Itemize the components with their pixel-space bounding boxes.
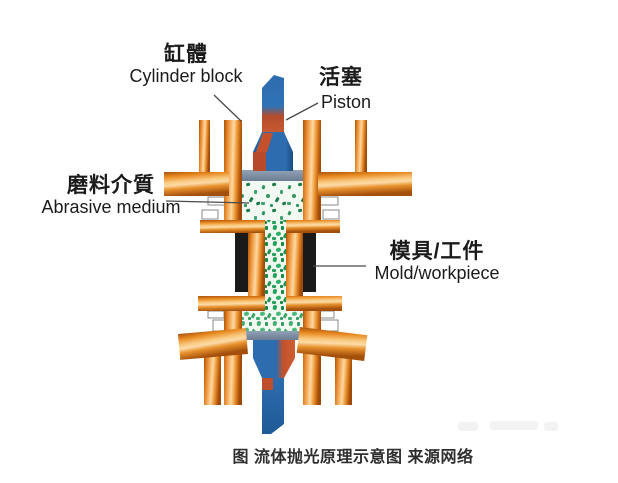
label-abrasive-medium: 磨料介質 Abrasive medium — [28, 174, 194, 217]
bottom-piston — [253, 340, 295, 434]
leader-cylinder-block — [213, 94, 242, 122]
upper-abrasive-chamber — [242, 180, 303, 224]
lower-abrasive-chamber — [242, 310, 303, 332]
leader-abrasive-medium — [165, 200, 250, 204]
abrasive-medium-zh: 磨料介質 — [67, 174, 155, 197]
piston-zh: 活塞 — [319, 66, 363, 89]
piston-en: Piston — [321, 91, 372, 112]
leader-lines — [165, 94, 366, 267]
lower-piston-plate — [242, 331, 303, 340]
cylinder-block-en: Cylinder block — [129, 65, 243, 86]
abrasive-flow-channel — [265, 220, 286, 312]
mold-workpiece-en: Mold/workpiece — [374, 262, 500, 283]
leader-piston — [285, 102, 319, 121]
figure-caption: 图 流体抛光原理示意图 来源网络 — [232, 449, 474, 466]
abrasive-medium-en: Abrasive medium — [41, 196, 181, 217]
frame-bracket-tabs — [201, 196, 340, 332]
cylinder-block-zh: 缸體 — [164, 43, 208, 66]
top-piston — [253, 75, 293, 171]
mold-inner-columns — [248, 233, 303, 296]
mold-workpiece-blocks — [235, 233, 316, 292]
label-mold-workpiece: 模具/工件 Mold/workpiece — [364, 240, 510, 283]
upper-piston-plate — [237, 170, 303, 181]
watermark-remnant — [458, 421, 558, 431]
label-cylinder-block: 缸體 Cylinder block — [118, 43, 254, 86]
label-piston: 活塞 Piston — [319, 66, 372, 112]
mold-workpiece-zh: 模具/工件 — [389, 240, 485, 263]
cylinder-block-columns — [199, 120, 367, 405]
